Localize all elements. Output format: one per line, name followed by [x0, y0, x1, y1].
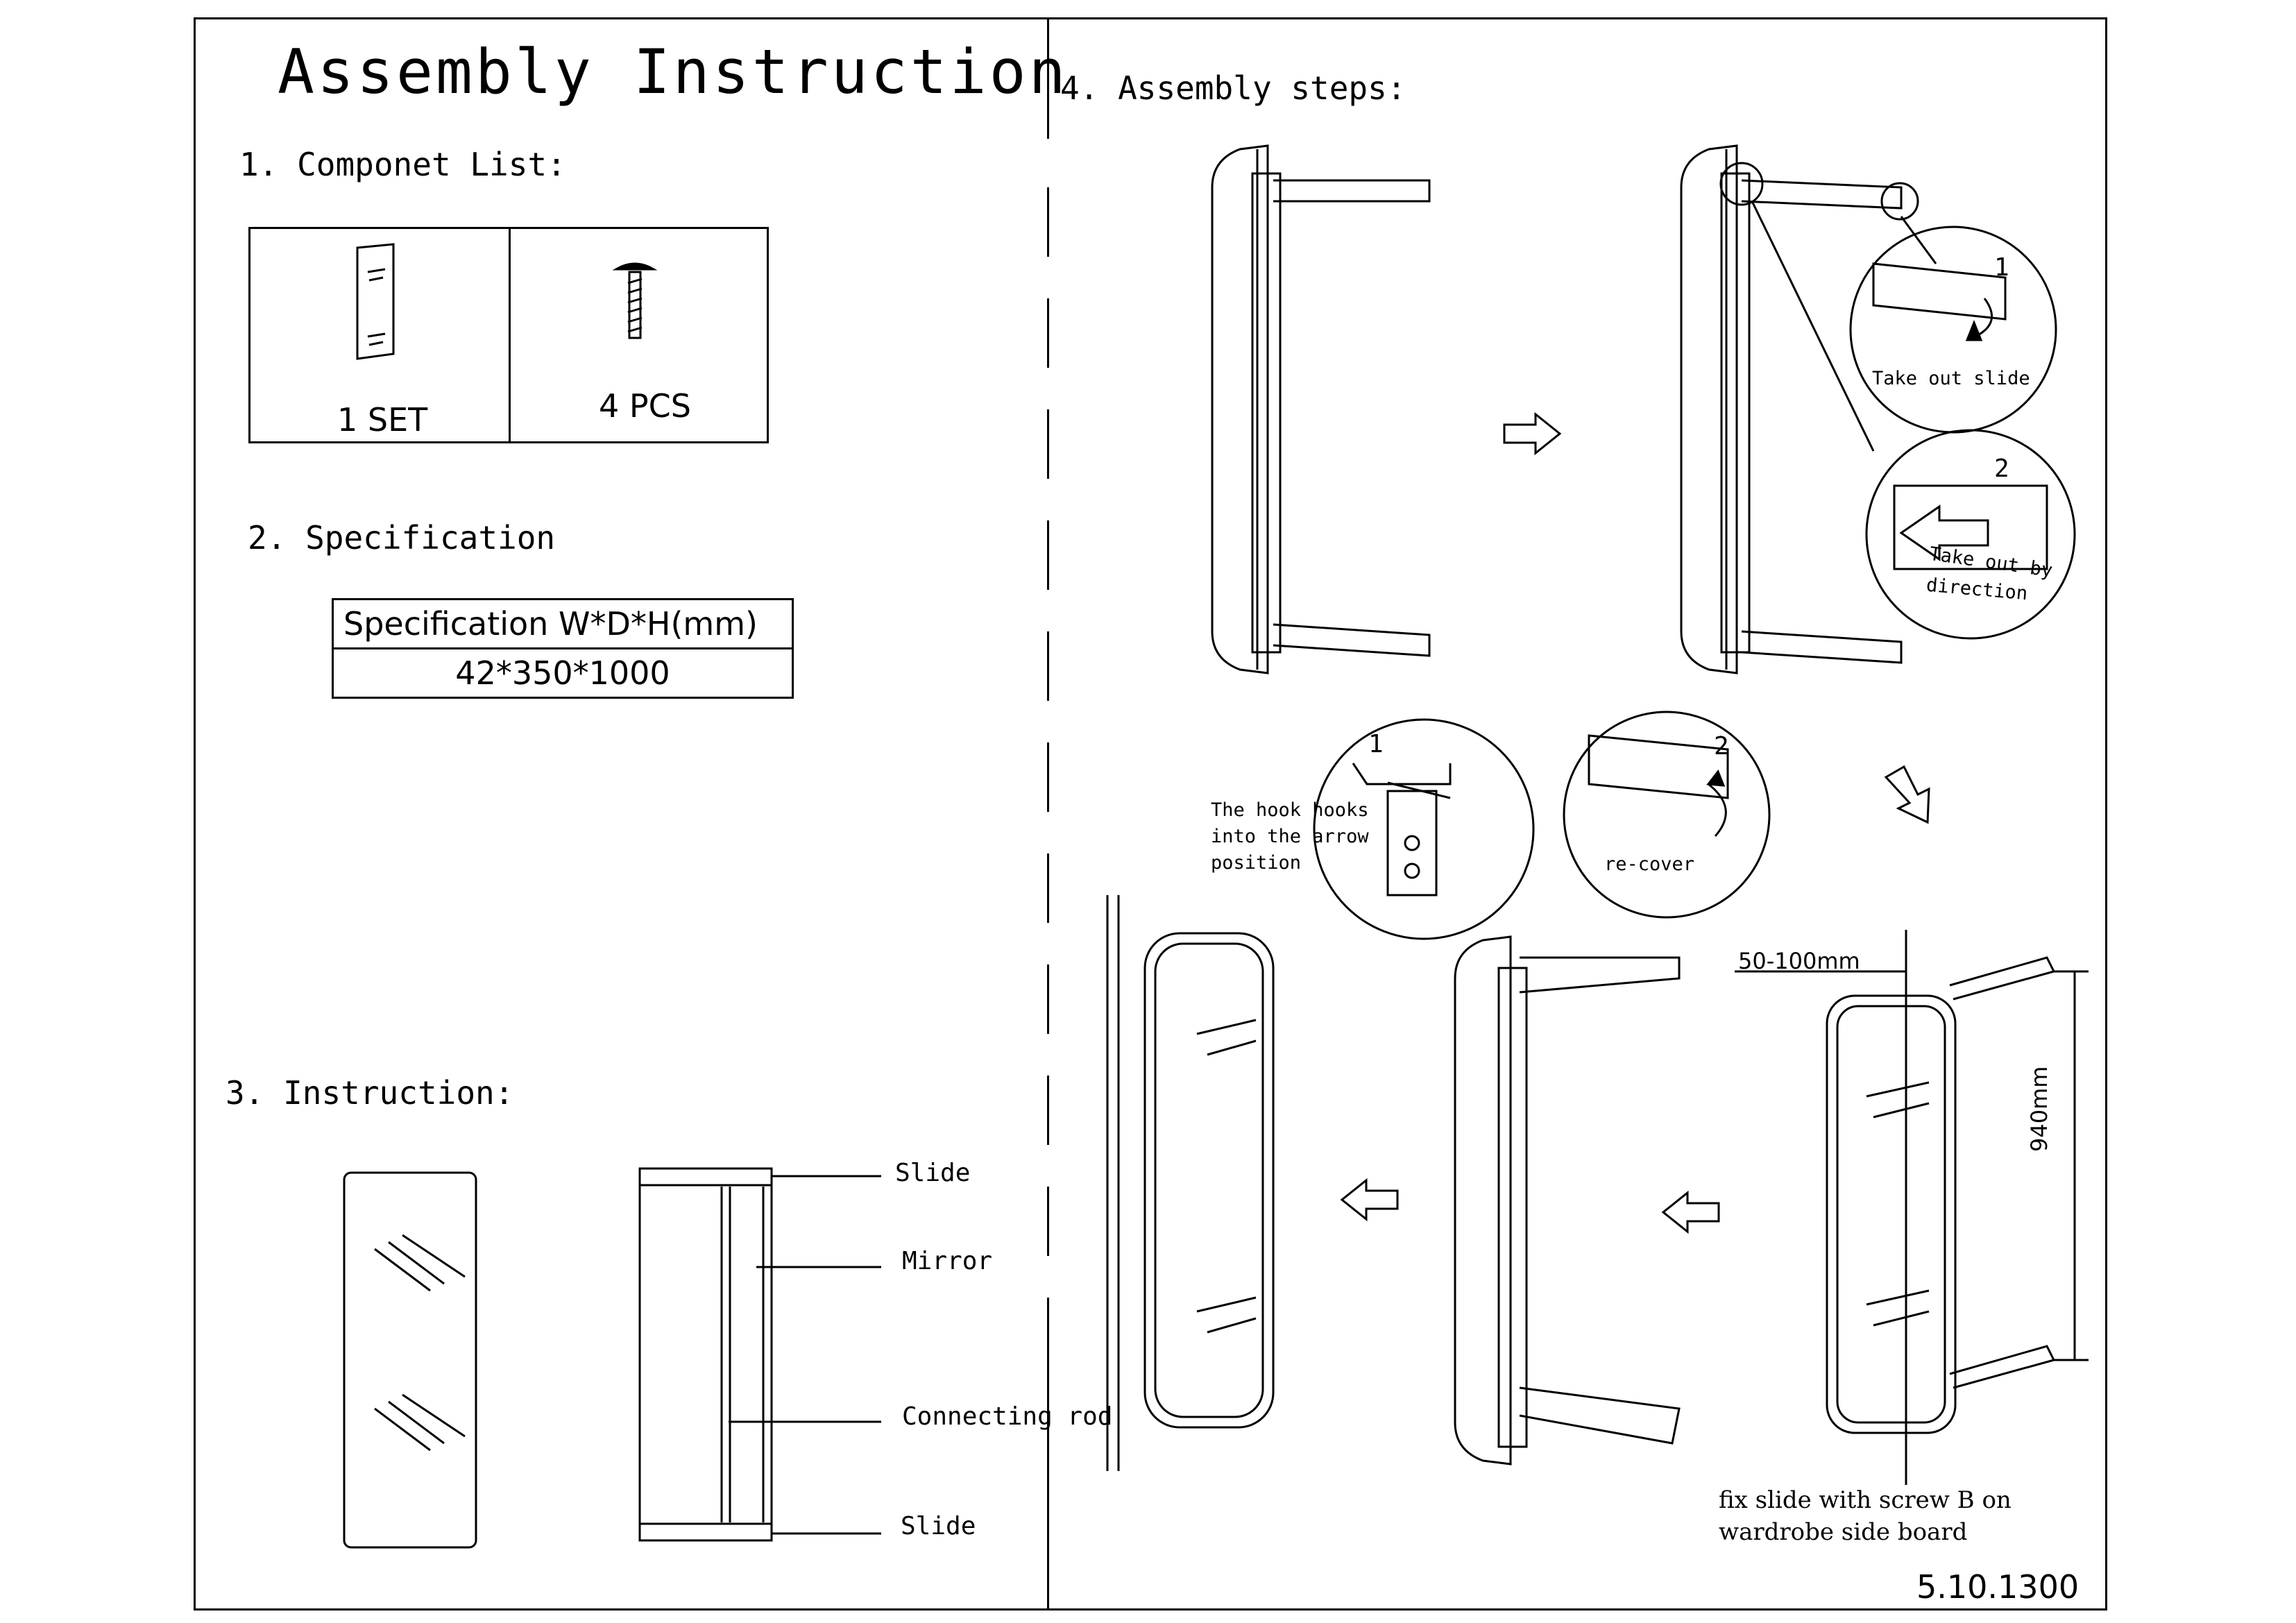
callout-step-2b: 2 — [1714, 732, 1729, 760]
callout-hook-3: position — [1211, 852, 1302, 874]
label-slide-top: Slide — [895, 1159, 971, 1187]
page-title: Assembly Instruction — [278, 36, 1069, 108]
label-connecting-rod: Connecting rod — [902, 1402, 1113, 1431]
arrow-left-1 — [1661, 1190, 1720, 1234]
callout-step-2: 2 — [1994, 454, 2009, 483]
page-frame — [194, 17, 2107, 1611]
model-number: 5.10.1300 — [1916, 1568, 2080, 1606]
instruction-mirror-drawing — [343, 1171, 477, 1549]
dimension-gap: 50-100mm — [1738, 948, 1860, 974]
arrow-right — [1503, 411, 1562, 456]
mirror-panel-icon — [356, 243, 395, 360]
component-qty-mirror: 1 SET — [337, 401, 428, 439]
step4-mirror-drawing — [1106, 895, 1275, 1471]
detail-circle-hook — [1313, 718, 1535, 940]
step2-frame-drawing — [1680, 144, 1937, 674]
instruction-frame-drawing — [638, 1167, 881, 1542]
detail-circle-2 — [1865, 429, 2076, 640]
callout-take-out-slide: Take out slide — [1872, 368, 2030, 389]
callout-hook-2: into the arrow — [1211, 826, 1369, 847]
component-list-heading: 1. Componet List: — [239, 146, 566, 183]
specification-value: 42*350*1000 — [332, 647, 794, 699]
component-qty-screw: 4 PCS — [599, 387, 691, 425]
specification-heading: 2. Specification — [248, 519, 556, 556]
label-mirror: Mirror — [902, 1247, 993, 1275]
fix-note-2: wardrobe side board — [1719, 1518, 1968, 1546]
detail-circle-1 — [1849, 226, 2057, 434]
assembly-heading: 4. Assembly steps: — [1060, 69, 1406, 107]
callout-step-1b: 1 — [1368, 730, 1384, 758]
step1-frame-drawing — [1211, 144, 1431, 674]
callout-hook-1: The hook hooks — [1211, 799, 1369, 821]
step5-mirror-drawing — [1735, 930, 2089, 1485]
fix-note-1: fix slide with screw B on — [1719, 1486, 2012, 1514]
component-table: 1 SET 4 PCS — [248, 227, 769, 443]
component-table-divider — [509, 229, 511, 441]
specification-header: Specification W*D*H(mm) — [332, 598, 794, 649]
callout-step-1: 1 — [1994, 253, 2009, 282]
instruction-heading: 3. Instruction: — [226, 1074, 514, 1112]
detail-circle-recover — [1563, 711, 1771, 919]
label-slide-bottom: Slide — [901, 1512, 976, 1540]
callout-recover: re-cover — [1604, 853, 1695, 875]
screw-icon — [612, 262, 658, 339]
specification-table: Specification W*D*H(mm) 42*350*1000 — [332, 598, 794, 699]
step3-frame-drawing — [1454, 935, 1681, 1465]
arrow-left-2 — [1340, 1178, 1399, 1222]
arrow-down — [1884, 765, 1930, 824]
